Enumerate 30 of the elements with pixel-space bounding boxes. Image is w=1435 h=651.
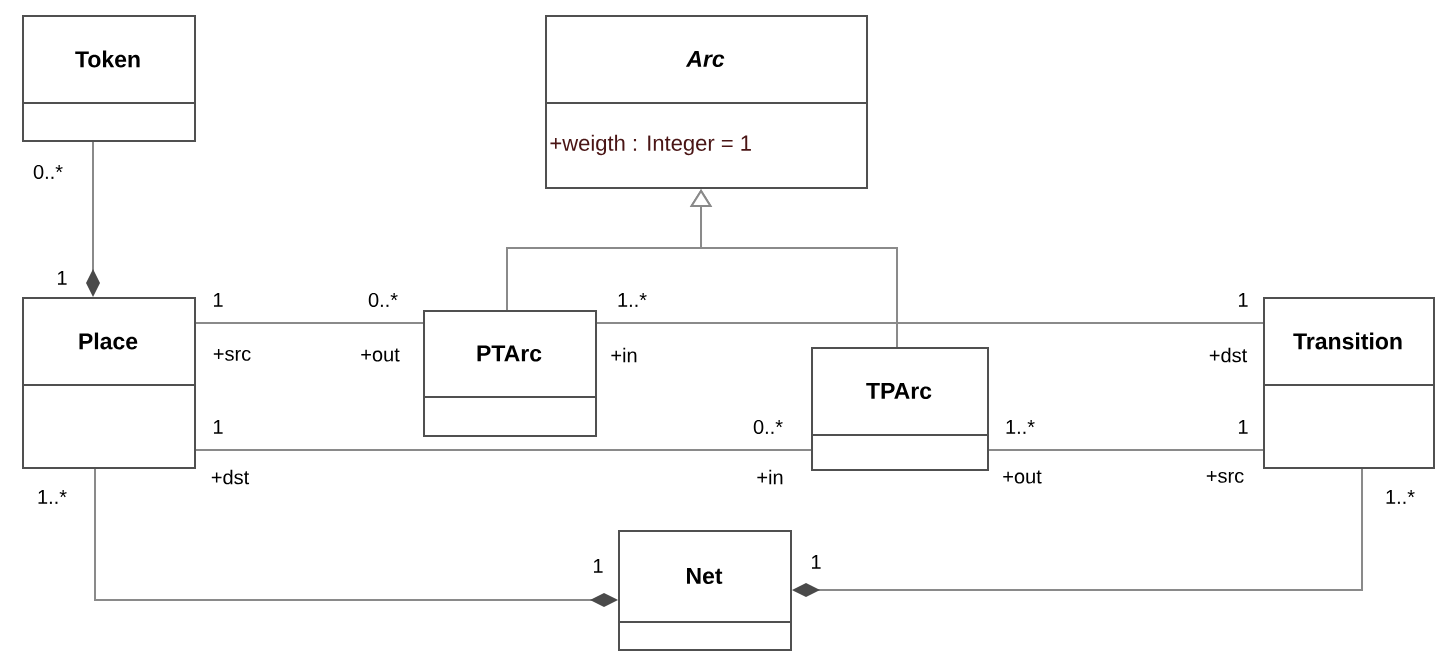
multiplicity-label: 1 (214, 293, 223, 307)
multiplicity-label: +out (361, 348, 400, 362)
multiplicity-label: 1..* (38, 490, 67, 504)
association-line (195, 322, 424, 324)
generalization-arrow (689, 189, 898, 348)
association-line (988, 449, 1264, 451)
association-line (195, 449, 812, 451)
association-line (596, 322, 1264, 324)
class-box: PTArc (422, 310, 597, 437)
class-box: Net (617, 530, 792, 651)
multiplicity-label: 1 (1239, 420, 1248, 434)
multiplicity-label: 0..* (368, 292, 398, 308)
multiplicity-label: +out (1003, 470, 1042, 484)
multiplicity-label: +in (757, 469, 783, 485)
multiplicity-label: 0..* (753, 419, 783, 435)
multiplicity-label: 1 (1239, 293, 1248, 307)
multiplicity-label: 0..* (33, 164, 63, 180)
multiplicity-label: 1..* (1386, 490, 1415, 504)
multiplicity-label: +src (1206, 471, 1244, 483)
multiplicity-label: 1 (812, 555, 821, 569)
multiplicity-label: 1 (214, 420, 223, 434)
class-box: TPArc (810, 347, 989, 471)
multiplicity-label: 1..* (618, 293, 647, 307)
class-box: Arc +weigth : Integer = 1 (544, 15, 868, 189)
class-box: Transition (1262, 297, 1435, 469)
multiplicity-label: +src (213, 349, 251, 361)
multiplicity-label: +dst (211, 469, 250, 485)
class-box: Token (21, 15, 196, 142)
class-box: Place (21, 297, 196, 469)
multiplicity-label: 1..* (1006, 420, 1035, 434)
